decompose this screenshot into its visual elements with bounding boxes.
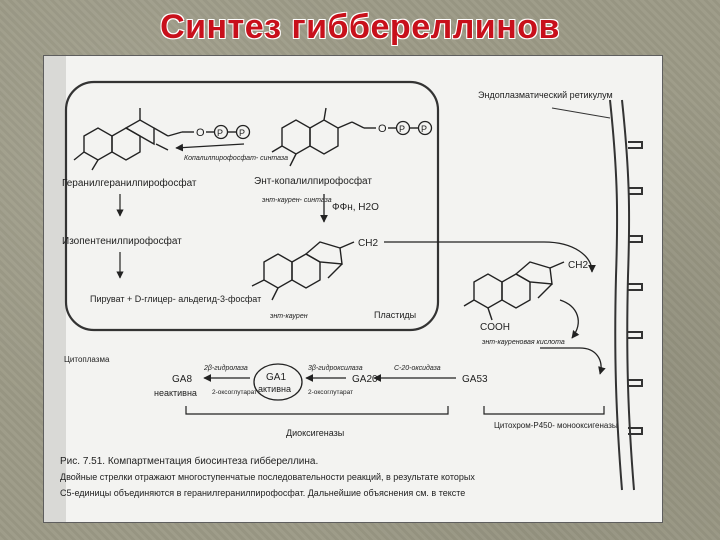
- er-label-text: Эндоплазматический ретикулум: [478, 90, 613, 100]
- kaurene-oxidation-arrow: [559, 299, 580, 339]
- oxoglut-label-a: 2-оксоглутарат: [308, 389, 353, 396]
- ent-cpp-label: Энт-копалилпирофосфат: [254, 175, 372, 187]
- kaurenoic-ch2-label: CH2: [568, 260, 588, 271]
- ga20-label: GA20: [352, 374, 378, 385]
- caption-line-3: С5-единицы объединяются в геранилгеранил…: [60, 488, 465, 498]
- scanned-figure: Пластиды Эндоплазматический ретикулум O …: [44, 56, 662, 522]
- oxoglut-label-b: 2-оксоглутарат: [212, 389, 257, 396]
- svg-text:P: P: [217, 128, 223, 138]
- svg-text:P: P: [239, 128, 245, 138]
- ks-enzyme-label: энт-каурен- синтаза: [262, 197, 332, 204]
- ent-kaurenoic-acid-structure: [463, 261, 565, 321]
- p450-label: Цитохром-Р450- монооксигеназы: [494, 421, 618, 430]
- ggpp-label: Геранилгеранилпирофосфат: [62, 177, 197, 189]
- ga53-label: GA53: [462, 374, 488, 385]
- er-membrane: [609, 99, 643, 491]
- pyruvate-label-text: Пируват + D-глицер- альдегид-3-фосфат: [90, 294, 261, 304]
- cytosol-label: Цитоплазма: [64, 355, 110, 364]
- ent-cpp-structure: [271, 107, 365, 167]
- ppi-label: ФФн, H2O: [332, 202, 379, 213]
- er-pointer: [551, 107, 611, 119]
- ga8-label: GA8: [172, 374, 192, 385]
- ipp-label: Изопентенилпирофосфат: [62, 235, 182, 247]
- scan-shadow: [44, 56, 66, 522]
- svg-text:O: O: [196, 127, 205, 139]
- dioxygenases-bracket: [185, 406, 449, 415]
- kaurenoic-label: энт-кауреновая кислота: [482, 339, 565, 346]
- ggpp-phosphate-chain: O P P: [182, 124, 251, 140]
- cps-arrow: [175, 143, 245, 152]
- caption-line-1: Рис. 7.51. Компартментация биосинтеза ги…: [60, 455, 318, 467]
- er-to-cytosol-arrow: [540, 347, 606, 375]
- p450-bracket: [483, 406, 605, 415]
- ggpp-structure: [73, 108, 183, 171]
- cooh-label: COOH: [480, 322, 510, 333]
- kaurene-ch2-label: CH2: [358, 238, 378, 249]
- ga8-inactive-label: неактивна: [154, 388, 197, 398]
- pyruvate-label: Пируват + D-глицер- альдегид-3-фосфат: [90, 294, 261, 304]
- ga1-highlight-circle: [253, 363, 303, 401]
- c20-oxidase-label: С-20-оксидаза: [394, 364, 441, 372]
- kaurene-to-er-arrow: [384, 241, 596, 273]
- hydroxylase2b-label: 2β-гидролаза: [203, 364, 248, 372]
- slide-title: Синтез гиббереллинов: [160, 8, 560, 46]
- svg-text:P: P: [421, 124, 427, 134]
- ent-cpp-phosphate-chain: O P P: [364, 120, 433, 136]
- plastids-label: Пластиды: [374, 310, 416, 320]
- er-label: Эндоплазматический ретикулум: [478, 90, 613, 100]
- ga1-label: GA1: [266, 372, 286, 383]
- hydroxylase3b-label: 3β-гидроксилаза: [308, 364, 363, 372]
- gibberellin-pathway-diagram: Пластиды Эндоплазматический ретикулум O …: [44, 56, 643, 522]
- plastid-compartment: [64, 80, 440, 332]
- svg-text:O: O: [378, 123, 387, 135]
- ent-kaurene-structure: [251, 241, 355, 301]
- cps-enzyme-label: Копалилпирофосфат- синтаза: [184, 155, 288, 162]
- svg-text:P: P: [399, 124, 405, 134]
- kaurene-label: энт-каурен: [270, 313, 308, 320]
- ga1-active-label: активна: [258, 384, 291, 394]
- dioxygenases-label: Диоксигеназы: [286, 428, 344, 438]
- caption-line-2: Двойные стрелки отражают многоступенчаты…: [60, 472, 475, 482]
